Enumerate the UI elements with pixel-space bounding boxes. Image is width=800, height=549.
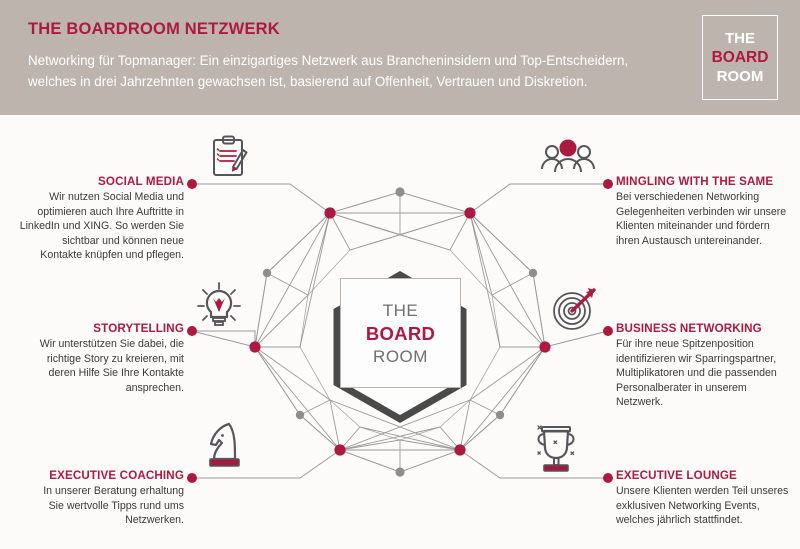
body-line: LinkedIn und XING. So werden Sie	[19, 220, 184, 233]
label-title-storytelling: STORYTELLING	[93, 322, 184, 335]
header-subtitle: Networking für Topmanager: Ein einzigart…	[28, 50, 673, 92]
body-line: Sie wertvolle Tipps rund ums	[48, 499, 184, 512]
body-line: Wir unterstützen Sie dabei, die	[39, 338, 184, 350]
anchor-dot-storytelling	[187, 326, 197, 336]
body-line: Multiplikatoren und die passenden	[616, 367, 777, 380]
body-line: Netzwerk.	[616, 396, 664, 409]
body-line: ansprechen.	[125, 381, 184, 394]
clipboard-pen-icon	[203, 133, 255, 185]
brand-logo-header: THE BOARD ROOM	[702, 15, 778, 100]
trophy-icon	[528, 421, 580, 473]
node-hub-right	[539, 341, 551, 353]
label-block-mingling-with-the-same: MINGLING WITH THE SAME Bei verschiedenen…	[616, 175, 800, 248]
label-block-business-networking: BUSINESS NETWORKING Für ihre neue Spitze…	[616, 322, 800, 410]
label-block-executive-coaching: EXECUTIVE COACHING In unserer Beratung e…	[2, 469, 184, 528]
node-lower-left	[295, 410, 305, 420]
center-logo-line-room: ROOM	[373, 346, 428, 366]
label-title-social-media: SOCIAL MEDIA	[98, 175, 184, 188]
node-lower-right	[495, 410, 505, 420]
target-arrow-icon	[549, 283, 601, 335]
body-line: richtige Story zu kreieren, mit	[46, 352, 184, 365]
network-diagram: THE BOARD ROOM	[0, 115, 800, 549]
anchor-dot-executive-lounge	[603, 473, 613, 483]
label-title-executive-lounge: EXECUTIVE LOUNGE	[616, 469, 737, 482]
label-block-social-media: SOCIAL MEDIA Wir nutzen Social Media und…	[2, 175, 184, 263]
label-body-storytelling: Wir unterstützen Sie dabei, die richtige…	[2, 337, 184, 395]
page-title: THE BOARDROOM NETZWERK	[28, 20, 280, 38]
header-subtitle-line-1: Networking für Topmanager: Ein einzigart…	[28, 53, 629, 68]
node-hub-top-left	[324, 207, 336, 219]
brand-logo-center: THE BOARD ROOM	[340, 278, 461, 388]
node-hub-top-right	[464, 207, 476, 219]
lightbulb-icon	[193, 280, 245, 332]
body-line: Unsere Klienten werden Teil unseres	[616, 485, 789, 497]
brand-logo-line-board: BOARD	[711, 49, 769, 66]
center-logo-line-the: THE	[382, 300, 419, 320]
brand-logo-line-room: ROOM	[716, 68, 764, 85]
anchor-dot-mingling	[603, 179, 613, 189]
people-group-icon	[539, 135, 595, 187]
body-line: Für ihre neue Spitzenposition	[616, 338, 754, 350]
node-hub-bottom-right	[454, 444, 466, 456]
anchor-dot-business-networking	[603, 326, 613, 336]
body-line: Bei verschiedenen Networking	[616, 191, 760, 203]
label-body-mingling-with-the-same: Bei verschiedenen Networking Gelegenheit…	[616, 190, 800, 248]
network-edges	[254, 191, 546, 473]
anchor-dot-executive-coaching	[187, 473, 197, 483]
node-upper-left	[262, 268, 272, 278]
body-line: Klienten miteinander und fördern	[616, 220, 770, 233]
label-anchor-dots	[187, 179, 613, 483]
header-subtitle-line-2: welches in drei Jahrzehnten gewachsen is…	[28, 74, 588, 89]
label-block-storytelling: STORYTELLING Wir unterstützen Sie dabei,…	[2, 322, 184, 395]
body-line: Gelegenheiten verbinden wir unsere	[616, 205, 787, 218]
label-title-mingling-with-the-same: MINGLING WITH THE SAME	[616, 175, 774, 188]
node-hub-left	[249, 341, 261, 353]
body-line: ihren Austausch untereinander.	[616, 234, 763, 247]
label-body-executive-coaching: In unserer Beratung erhaltung Sie wertvo…	[2, 484, 184, 528]
body-line: identifizieren wir Sparringspartner,	[616, 352, 777, 365]
node-bottom	[395, 467, 405, 477]
chess-knight-icon	[199, 418, 251, 470]
label-title-executive-coaching: EXECUTIVE COACHING	[49, 469, 184, 482]
header-banner: THE BOARDROOM NETZWERK Networking für To…	[0, 0, 800, 115]
anchor-dot-social-media	[187, 179, 197, 189]
body-line: Netzwerken.	[125, 514, 184, 527]
label-body-social-media: Wir nutzen Social Media und optimieren a…	[2, 190, 184, 263]
body-line: In unserer Beratung erhaltung	[43, 485, 184, 497]
label-body-business-networking: Für ihre neue Spitzenposition identifizi…	[616, 337, 800, 410]
body-line: exklusiven Networking Events,	[616, 499, 760, 512]
body-line: deren Hilfe Sie Ihre Kontakte	[48, 367, 184, 380]
label-connectors	[191, 183, 609, 479]
body-line: Personalberater in unserem	[616, 381, 747, 394]
body-line: optimieren auch Ihre Auftritte in	[37, 205, 184, 218]
sparkle-marks	[537, 425, 575, 456]
center-logo-line-board: BOARD	[365, 322, 436, 344]
node-top	[395, 187, 405, 197]
body-line: Wir nutzen Social Media und	[49, 191, 184, 203]
network-nodes	[249, 187, 551, 477]
label-block-executive-lounge: EXECUTIVE LOUNGE Unsere Klienten werden …	[616, 469, 800, 528]
label-body-executive-lounge: Unsere Klienten werden Teil unseres exkl…	[616, 484, 800, 528]
node-upper-right	[528, 268, 538, 278]
label-title-business-networking: BUSINESS NETWORKING	[616, 322, 762, 335]
brand-logo-line-the: THE	[725, 30, 755, 47]
body-line: welches jährlich stattfindet.	[616, 514, 743, 527]
body-line: Kontakte knüpfen und pflegen.	[40, 249, 184, 262]
body-line: sichtbar und können neue	[62, 234, 184, 247]
node-hub-bottom-left	[334, 444, 346, 456]
